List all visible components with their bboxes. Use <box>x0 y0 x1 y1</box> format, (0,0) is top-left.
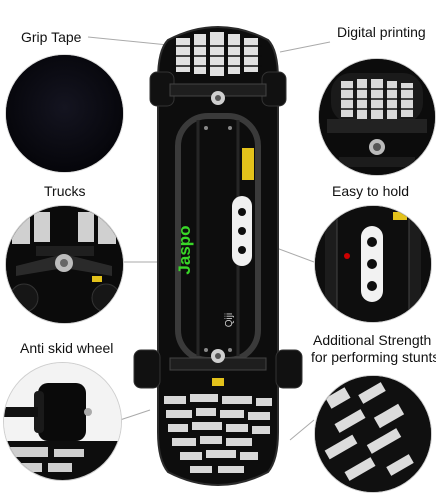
additional-strength-line2: for performing stunts <box>311 349 436 365</box>
easy-to-hold-closeup <box>314 205 432 323</box>
digital-printing-label: Digital printing <box>337 24 426 40</box>
rear-right-wheel <box>275 349 303 389</box>
digital-printing-closeup <box>318 58 436 176</box>
anti-skid-wheel-closeup <box>3 362 122 481</box>
board-logo: Qiji <box>224 313 235 327</box>
bottom-deck-print <box>164 394 272 473</box>
anti-skid-wheel-label: Anti skid wheel <box>20 340 114 356</box>
additional-strength-line1: Additional Strength <box>313 332 432 348</box>
top-deck-print <box>176 32 258 76</box>
trucks-closeup <box>5 205 124 324</box>
skateboard-deck: Jaspo Qiji <box>133 26 303 486</box>
additional-strength-closeup <box>314 375 432 493</box>
brand-text: Jaspo <box>175 225 194 274</box>
additional-strength-label: Additional Strength for performing stunt… <box>311 332 436 366</box>
trucks-label: Trucks <box>44 183 86 199</box>
easy-to-hold-label: Easy to hold <box>332 183 410 199</box>
grip-tape-label: Grip Tape <box>21 29 82 45</box>
rear-left-wheel <box>133 349 161 389</box>
warning-sticker <box>242 148 254 180</box>
grip-tape-closeup <box>5 54 124 173</box>
